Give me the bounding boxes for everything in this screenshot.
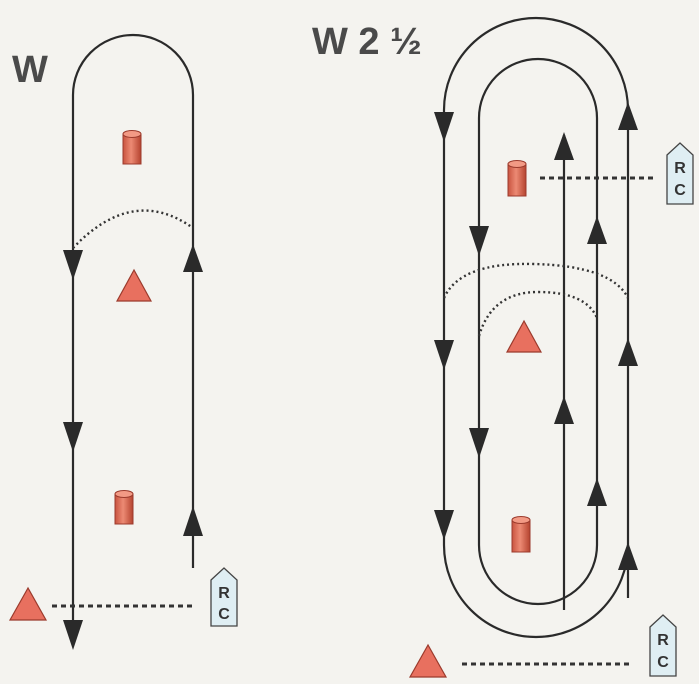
course-w2-5-arrow-down xyxy=(434,510,454,540)
course-w: W R C xyxy=(8,33,238,650)
course-w2-5-arrow-up xyxy=(587,216,607,244)
course-w2-5-arrow-up xyxy=(554,396,574,424)
course-w-arrow-down xyxy=(63,250,83,280)
course-w2-5-arrow-down xyxy=(469,226,489,256)
course-w-arrow-start xyxy=(183,506,203,536)
course-w-pin-end-mark xyxy=(8,586,48,621)
course-w2-5-arrow-up xyxy=(554,132,574,160)
course-w2-5-arrow-up xyxy=(618,102,638,130)
committee-boat-letter: C xyxy=(657,654,669,671)
course-w2-5-arrow-down xyxy=(434,340,454,370)
course-w2-5-outer-path xyxy=(442,16,630,639)
course-w2-5-gate-line xyxy=(477,290,599,337)
course-w2-5: W 2 ½ xyxy=(312,16,694,678)
course-w2-5-triangle-mark xyxy=(505,319,543,353)
course-w-top-cylinder-mark xyxy=(122,130,142,165)
committee-boat-letter: C xyxy=(674,182,686,199)
course-w-arrow-down xyxy=(63,422,83,452)
course-w2-5-arrow-down xyxy=(434,112,454,142)
course-w-bottom-cylinder-mark xyxy=(114,490,134,525)
course-w-triangle-mark xyxy=(115,268,153,302)
course-w-committee-boat: R C xyxy=(210,567,238,627)
course-w-arrow-up xyxy=(183,244,203,272)
course-w-title: W xyxy=(12,49,48,91)
course-w2-5-top-cylinder-mark xyxy=(507,160,527,197)
course-w2-5-bottom-cylinder-mark xyxy=(511,516,531,553)
committee-boat-letter: R xyxy=(674,160,686,177)
course-w2-5-pin-end-mark xyxy=(408,643,448,678)
course-w2-5-arrow-start xyxy=(618,542,638,570)
course-w-arrow-finish xyxy=(63,620,83,650)
course-w-gate-line xyxy=(72,209,194,249)
course-w2-5-arrow-up xyxy=(618,338,638,366)
course-w2-5-arrow-up xyxy=(587,478,607,506)
course-w2-5-gate-line xyxy=(442,262,630,299)
committee-boat-letter: C xyxy=(218,606,230,623)
course-w2-5-arrow-down xyxy=(469,428,489,458)
course-w2-5-committee-boat: R C xyxy=(649,614,677,677)
course-w2-5-middle-path xyxy=(477,57,599,606)
committee-boat-letter: R xyxy=(218,585,230,602)
course-w2-5-title: W 2 ½ xyxy=(312,21,422,63)
committee-boat-letter: R xyxy=(657,632,669,649)
course-w-path xyxy=(71,33,195,640)
course-w2-5-upper-committee-boat: R C xyxy=(666,142,694,205)
